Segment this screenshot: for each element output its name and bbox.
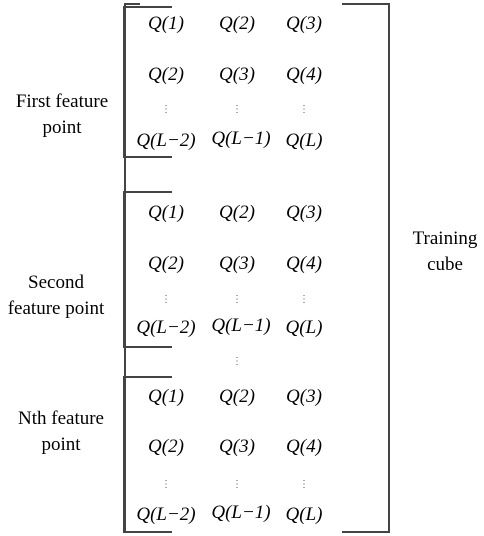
block-2-cell-r4c2: Q(L−1) [211,315,270,336]
block-1-dots-c3: ⋮ [299,104,309,115]
feature-block-n: Nth feature point Q(1) Q(2) Q(3) Q(2) Q(… [18,376,323,533]
block-1-dots-c1: ⋮ [161,104,171,115]
block-n-cell-r4c3: Q(L) [286,504,323,525]
block-2-dots-c2: ⋮ [232,294,242,305]
block-n-dots-c2: ⋮ [232,479,242,490]
block-1-label-line1: First feature [16,91,108,112]
block-1-cell-r2c1: Q(2) [148,64,184,85]
block-1-cell-r4c1: Q(L−2) [136,130,195,151]
block-2-cell-r2c2: Q(3) [219,253,255,274]
training-cube-label-line2: cube [427,254,463,275]
between-blocks-dots: ⋮ [232,356,242,367]
block-n-cell-r1c2: Q(2) [219,386,255,407]
block-n-bracket [123,376,172,533]
block-2-cell-r2c1: Q(2) [148,253,184,274]
block-1-cell-r1c2: Q(2) [219,13,255,34]
block-2-cell-r4c3: Q(L) [286,317,323,338]
block-2-dots-c1: ⋮ [161,294,171,305]
block-2-cell-r2c3: Q(4) [286,253,322,274]
block-1-cell-r4c2: Q(L−1) [211,128,270,149]
block-2-cell-r4c1: Q(L−2) [136,317,195,338]
block-n-cell-r2c3: Q(4) [286,436,322,457]
block-1-cell-r4c3: Q(L) [286,130,323,151]
block-n-dots-c1: ⋮ [161,479,171,490]
block-n-label-line2: point [41,434,81,455]
outer-right-bracket [342,3,390,533]
block-1-label-line2: point [42,117,82,138]
block-2-cell-r1c1: Q(1) [148,202,184,223]
block-1-bracket [123,6,172,158]
feature-block-2: Second feature point Q(1) Q(2) Q(3) Q(2)… [8,191,323,348]
training-cube-label-line1: Training [413,228,478,249]
outer-left-bracket [124,3,140,533]
block-2-bracket [123,191,172,348]
block-n-cell-r4c1: Q(L−2) [136,504,195,525]
block-2-cell-r1c3: Q(3) [286,202,322,223]
block-1-dots-c2: ⋮ [232,104,242,115]
block-1-cell-r1c1: Q(1) [148,13,184,34]
block-2-label-line2: feature point [8,298,105,319]
block-1-cell-r1c3: Q(3) [286,13,322,34]
block-n-cell-r1c1: Q(1) [148,386,184,407]
block-2-dots-c3: ⋮ [299,294,309,305]
block-1-cell-r2c3: Q(4) [286,64,322,85]
block-n-dots-c3: ⋮ [299,479,309,490]
block-n-cell-r4c2: Q(L−1) [211,502,270,523]
block-n-cell-r2c1: Q(2) [148,436,184,457]
block-n-label-line1: Nth feature [18,408,104,429]
block-n-cell-r2c2: Q(3) [219,436,255,457]
block-n-cell-r1c3: Q(3) [286,386,322,407]
block-2-cell-r1c2: Q(2) [219,202,255,223]
block-1-cell-r2c2: Q(3) [219,64,255,85]
feature-block-1: First feature point Q(1) Q(2) Q(3) Q(2) … [16,6,323,158]
block-2-label-line1: Second [28,272,84,293]
